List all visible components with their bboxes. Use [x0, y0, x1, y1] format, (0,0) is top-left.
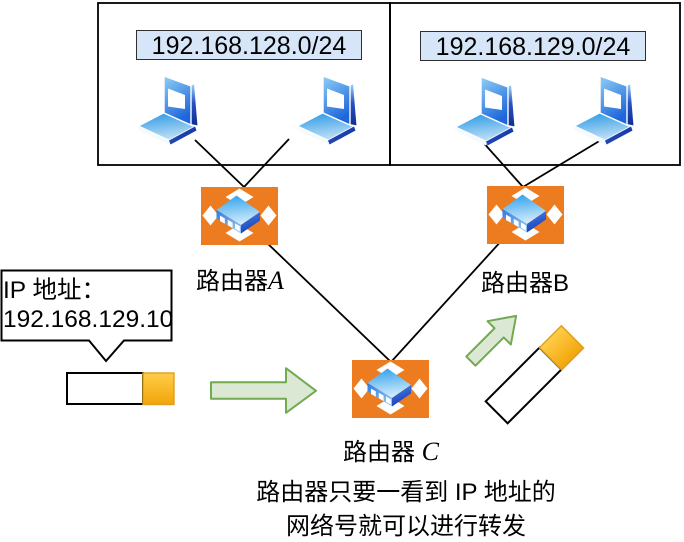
ip-callout-text: IP 地址： 192.168.129.10 — [3, 276, 173, 334]
router-a-label-letter: A — [268, 266, 284, 295]
router-icon-b — [487, 186, 564, 244]
lan-box-right — [389, 2, 681, 166]
caption-line1: 路由器只要一看到 IP 地址的 — [256, 479, 556, 506]
router-b-label-letter: B — [552, 270, 570, 297]
router-icon-c — [352, 360, 429, 418]
link-laptop1-routerA — [194, 139, 245, 188]
subnet-label-right: 192.168.129.0/24 — [420, 31, 646, 61]
router-a-label: 路由器A — [196, 261, 284, 296]
subnet-text-right: 192.168.129.0/24 — [435, 33, 631, 61]
link-laptop3-routerB — [480, 139, 524, 188]
subnet-text-left: 192.168.128.0/24 — [151, 32, 347, 60]
link-laptop2-routerA — [243, 138, 290, 188]
subnet-label-left: 192.168.128.0/24 — [136, 30, 362, 60]
router-icon-a — [201, 187, 278, 245]
router-c-label: 路由器 C — [343, 432, 439, 467]
flow-arrow-icon-right — [210, 367, 317, 414]
link-laptop4-routerB — [522, 139, 602, 188]
laptop-icon — [296, 75, 358, 146]
router-c-label-letter: C — [421, 437, 440, 466]
laptop-icon — [454, 76, 516, 147]
flow-arrow-icon-up-right — [458, 303, 529, 374]
laptop-icon — [137, 75, 199, 146]
speech-bubble — [0, 269, 173, 363]
network-links — [194, 138, 602, 363]
laptop-icon — [573, 75, 635, 146]
router-a-label-prefix: 路由器 — [196, 268, 269, 295]
ip-callout-line1: IP 地址： — [3, 277, 107, 304]
ip-callout-line2: 192.168.129.10 — [3, 306, 174, 333]
router-b-label-prefix: 路由器 — [480, 270, 553, 297]
packet-icon-horizontal — [66, 372, 175, 406]
caption-line2: 网络号就可以进行转发 — [286, 513, 526, 540]
router-b-label: 路由器B — [481, 263, 569, 298]
router-c-label-prefix: 路由器 — [342, 439, 422, 466]
